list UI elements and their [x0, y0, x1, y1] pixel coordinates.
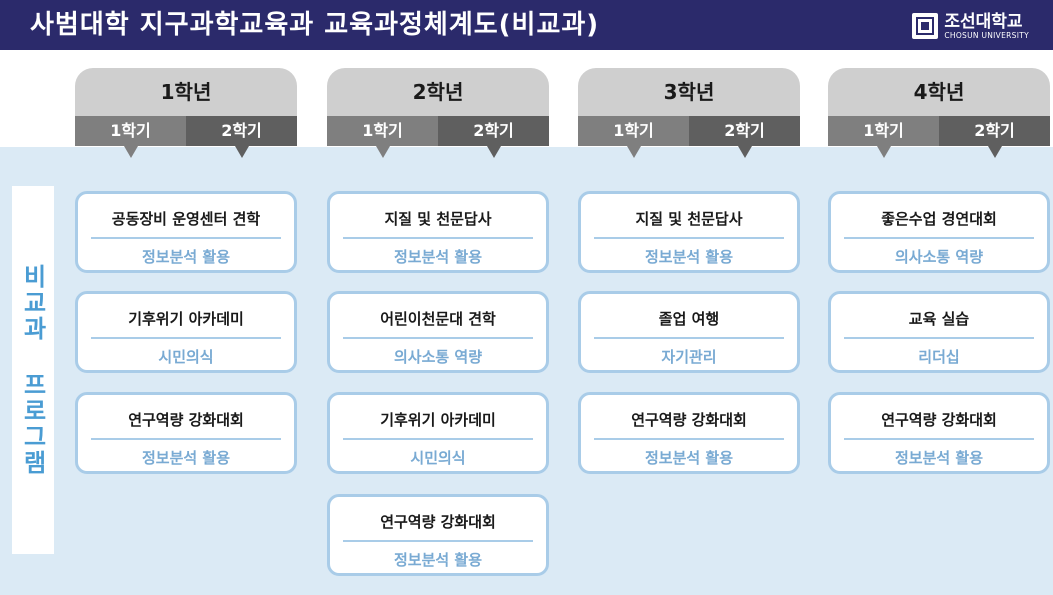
- year-header: 4학년: [828, 68, 1050, 116]
- semester-1-tab: 1학기: [75, 116, 186, 158]
- card-divider: [594, 337, 784, 339]
- card-divider: [91, 438, 281, 440]
- card-divider: [343, 237, 533, 239]
- year-column-2: 2학년 1학기 2학기: [327, 68, 549, 158]
- program-card: 지질 및 천문답사 정보분석 활용: [327, 191, 549, 273]
- program-competency: 정보분석 활용: [393, 551, 483, 569]
- university-logo: 조선대학교 CHOSUN UNIVERSITY: [912, 11, 1029, 41]
- semester-2-tab: 2학기: [438, 116, 549, 158]
- program-title: 공동장비 운영센터 견학: [111, 210, 261, 228]
- program-title: 연구역량 강화대회: [881, 411, 997, 429]
- page-title: 사범대학 지구과학교육과 교육과정체계도(비교과): [30, 10, 600, 40]
- program-card: 기후위기 아카데미 시민의식: [75, 291, 297, 373]
- program-title: 교육 실습: [908, 310, 970, 328]
- program-competency: 정보분석 활용: [141, 248, 231, 266]
- card-divider: [844, 337, 1034, 339]
- card-divider: [343, 438, 533, 440]
- card-divider: [844, 438, 1034, 440]
- side-label: 비교과 프로그램: [18, 264, 47, 476]
- program-competency: 시민의식: [158, 348, 214, 366]
- card-divider: [594, 438, 784, 440]
- program-card: 졸업 여행 자기관리: [578, 291, 800, 373]
- program-competency: 정보분석 활용: [141, 449, 231, 467]
- card-divider: [594, 237, 784, 239]
- program-card: 연구역량 강화대회 정보분석 활용: [578, 392, 800, 474]
- year-column-1: 1학년 1학기 2학기: [75, 68, 297, 158]
- program-card: 연구역량 강화대회 정보분석 활용: [828, 392, 1050, 474]
- program-card: 연구역량 강화대회 정보분석 활용: [327, 494, 549, 576]
- year-header: 1학년: [75, 68, 297, 116]
- semester-1-tab: 1학기: [828, 116, 939, 158]
- program-card: 연구역량 강화대회 정보분석 활용: [75, 392, 297, 474]
- card-divider: [343, 337, 533, 339]
- program-competency: 의사소통 역량: [393, 348, 483, 366]
- program-competency: 의사소통 역량: [894, 248, 984, 266]
- card-divider: [844, 237, 1034, 239]
- logo-name-en: CHOSUN UNIVERSITY: [944, 30, 1029, 40]
- program-competency: 자기관리: [661, 348, 717, 366]
- program-card: 공동장비 운영센터 견학 정보분석 활용: [75, 191, 297, 273]
- year-column-3: 3학년 1학기 2학기: [578, 68, 800, 158]
- program-competency: 정보분석 활용: [644, 449, 734, 467]
- semester-1-tab: 1학기: [578, 116, 689, 158]
- program-card: 기후위기 아카데미 시민의식: [327, 392, 549, 474]
- semester-2-tab: 2학기: [939, 116, 1050, 158]
- program-card: 어린이천문대 견학 의사소통 역량: [327, 291, 549, 373]
- header-bar: 사범대학 지구과학교육과 교육과정체계도(비교과) 조선대학교 CHOSUN U…: [0, 0, 1053, 50]
- year-header: 3학년: [578, 68, 800, 116]
- university-seal-icon: [912, 13, 939, 39]
- program-title: 어린이천문대 견학: [380, 310, 496, 328]
- semester-2-tab: 2학기: [186, 116, 297, 158]
- program-title: 연구역량 강화대회: [380, 513, 496, 531]
- card-divider: [91, 337, 281, 339]
- logo-name-ko: 조선대학교: [944, 11, 1023, 32]
- program-competency: 정보분석 활용: [393, 248, 483, 266]
- program-title: 연구역량 강화대회: [631, 411, 747, 429]
- program-card: 지질 및 천문답사 정보분석 활용: [578, 191, 800, 273]
- year-column-4: 4학년 1학기 2학기: [828, 68, 1050, 158]
- program-competency: 시민의식: [410, 449, 466, 467]
- card-divider: [343, 540, 533, 542]
- program-card: 좋은수업 경연대회 의사소통 역량: [828, 191, 1050, 273]
- program-title: 기후위기 아카데미: [380, 411, 496, 429]
- program-competency: 정보분석 활용: [894, 449, 984, 467]
- program-title: 지질 및 천문답사: [384, 210, 492, 228]
- semester-1-tab: 1학기: [327, 116, 438, 158]
- side-label-box: 비교과 프로그램: [12, 186, 54, 554]
- program-title: 좋은수업 경연대회: [881, 210, 997, 228]
- program-title: 연구역량 강화대회: [128, 411, 244, 429]
- program-title: 지질 및 천문답사: [635, 210, 743, 228]
- program-title: 기후위기 아카데미: [128, 310, 244, 328]
- program-competency: 리더십: [918, 348, 960, 366]
- program-competency: 정보분석 활용: [644, 248, 734, 266]
- card-divider: [91, 237, 281, 239]
- year-header: 2학년: [327, 68, 549, 116]
- program-title: 졸업 여행: [658, 310, 720, 328]
- semester-2-tab: 2학기: [689, 116, 800, 158]
- program-card: 교육 실습 리더십: [828, 291, 1050, 373]
